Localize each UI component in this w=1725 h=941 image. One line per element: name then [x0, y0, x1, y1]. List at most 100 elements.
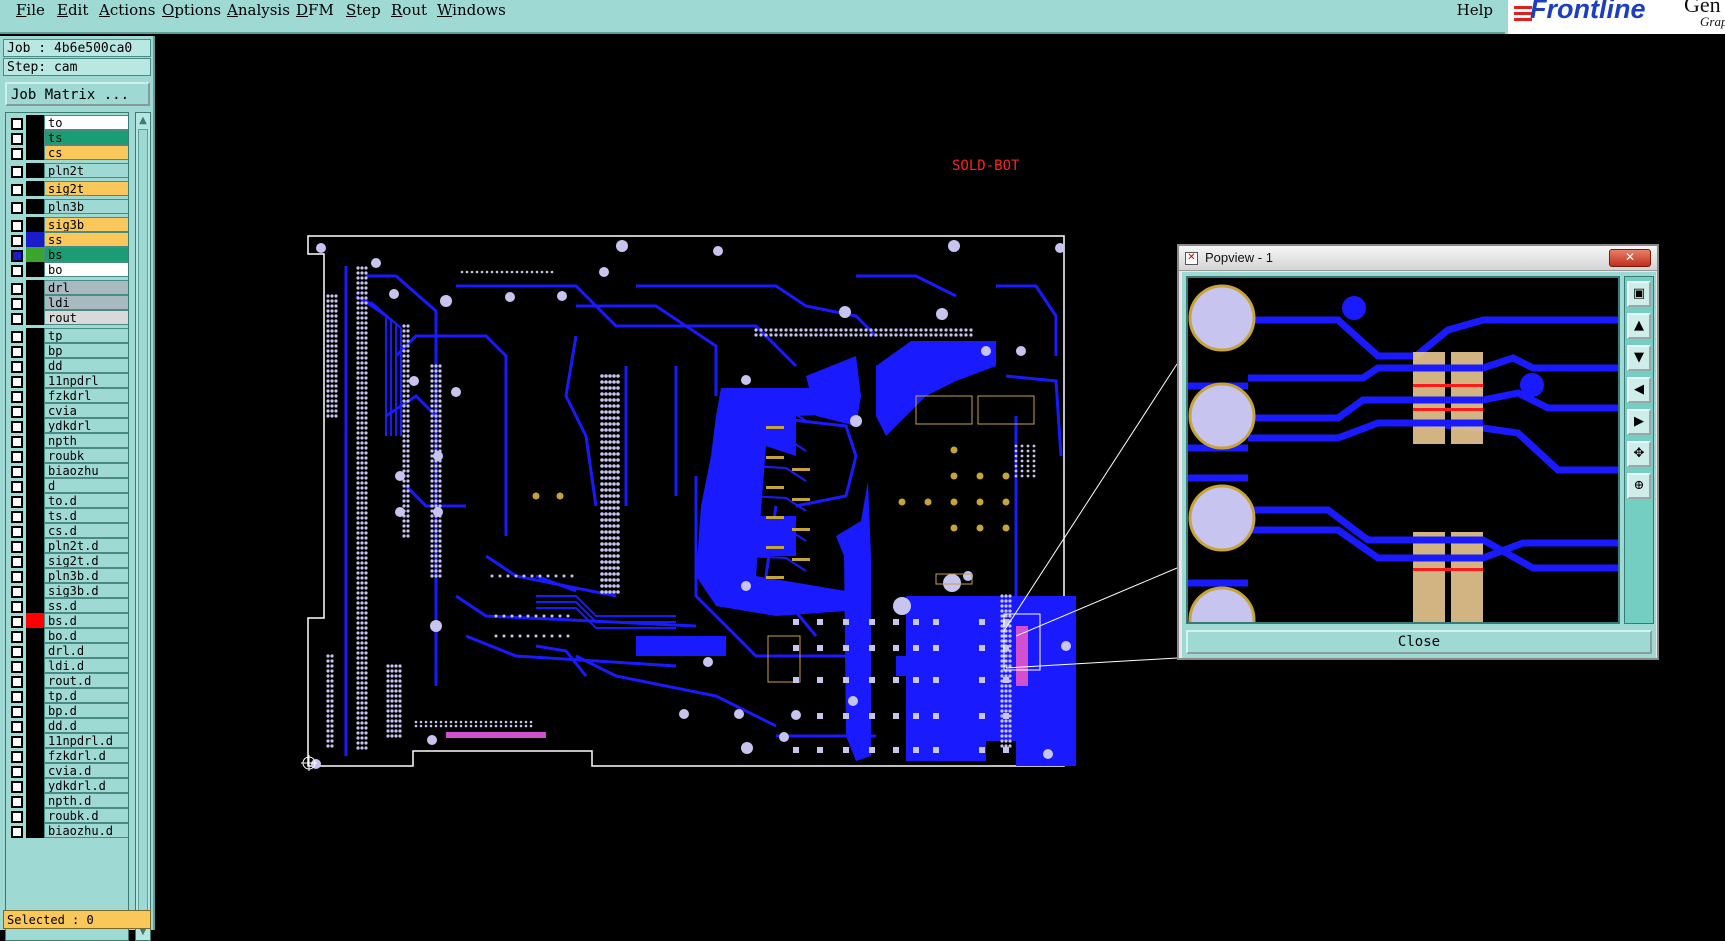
- layer-name[interactable]: ydkdrl: [44, 418, 128, 433]
- menu-dfm[interactable]: DFM: [296, 1, 334, 19]
- layer-color-swatch[interactable]: [26, 703, 44, 718]
- layer-name[interactable]: dd: [44, 358, 128, 373]
- layer-color-swatch[interactable]: [26, 262, 44, 277]
- layer-name[interactable]: dd.d: [44, 718, 128, 733]
- layer-checkbox[interactable]: [11, 811, 23, 823]
- layer-color-swatch[interactable]: [26, 823, 44, 838]
- layer-checkbox[interactable]: [11, 148, 23, 160]
- layer-checkbox[interactable]: [11, 235, 23, 247]
- menu-options[interactable]: Options: [162, 1, 222, 19]
- layer-checkbox[interactable]: [11, 526, 23, 538]
- layer-checkbox[interactable]: [11, 376, 23, 388]
- layer-color-swatch[interactable]: [26, 232, 44, 247]
- layer-name[interactable]: to: [44, 115, 128, 130]
- layer-checkbox[interactable]: [11, 466, 23, 478]
- layer-name[interactable]: ldi: [44, 295, 128, 310]
- pan-left-icon[interactable]: ◀: [1627, 377, 1651, 403]
- layer-row-npth-d[interactable]: npth.d: [6, 793, 128, 809]
- layer-name[interactable]: tp: [44, 328, 128, 343]
- layer-name[interactable]: sig3b.d: [44, 583, 128, 598]
- zoom-fit-icon[interactable]: ▣: [1627, 281, 1651, 307]
- popview-window[interactable]: ✕ Popview - 1 ✕: [1177, 244, 1659, 660]
- layer-color-swatch[interactable]: [26, 181, 44, 196]
- layer-row-fzkdrl-d[interactable]: fzkdrl.d: [6, 748, 128, 764]
- layer-color-swatch[interactable]: [26, 508, 44, 523]
- layer-name[interactable]: bs: [44, 247, 128, 262]
- layer-row-tp-d[interactable]: tp.d: [6, 688, 128, 704]
- menu-step[interactable]: Step: [346, 1, 381, 19]
- layer-color-swatch[interactable]: [26, 538, 44, 553]
- layer-row-ldi[interactable]: ldi: [6, 295, 128, 311]
- layer-checkbox[interactable]: [11, 133, 23, 145]
- layer-name[interactable]: npth: [44, 433, 128, 448]
- layer-name[interactable]: roubk.d: [44, 808, 128, 823]
- layer-row-fzkdrl[interactable]: fzkdrl: [6, 388, 128, 404]
- layer-row-to-d[interactable]: to.d: [6, 493, 128, 509]
- layer-name[interactable]: bp.d: [44, 703, 128, 718]
- layer-row-pln3b[interactable]: pln3b: [6, 199, 128, 215]
- layer-row-bp-d[interactable]: bp.d: [6, 703, 128, 719]
- layer-name[interactable]: ldi.d: [44, 658, 128, 673]
- zoom-out-icon[interactable]: ✥: [1627, 441, 1651, 467]
- pan-right-icon[interactable]: ▶: [1627, 409, 1651, 435]
- layer-color-swatch[interactable]: [26, 388, 44, 403]
- layer-checkbox[interactable]: [11, 691, 23, 703]
- layer-row-bo[interactable]: bo: [6, 262, 128, 278]
- layer-checkbox[interactable]: [11, 571, 23, 583]
- layer-color-swatch[interactable]: [26, 478, 44, 493]
- layer-name[interactable]: bo: [44, 262, 128, 277]
- layer-name[interactable]: fzkdrl: [44, 388, 128, 403]
- layer-checkbox[interactable]: [11, 202, 23, 214]
- layer-name[interactable]: sig3b: [44, 217, 128, 232]
- layer-checkbox[interactable]: [11, 313, 23, 325]
- layer-name[interactable]: pln2t.d: [44, 538, 128, 553]
- layer-name[interactable]: biaozhu.d: [44, 823, 128, 838]
- layer-name[interactable]: bp: [44, 343, 128, 358]
- layer-row-11npdrl[interactable]: 11npdrl: [6, 373, 128, 389]
- layer-color-swatch[interactable]: [26, 643, 44, 658]
- scroll-up-icon[interactable]: ▲: [139, 115, 147, 126]
- layer-row-sig2t-d[interactable]: sig2t.d: [6, 553, 128, 569]
- layer-color-swatch[interactable]: [26, 568, 44, 583]
- layer-checkbox[interactable]: [11, 826, 23, 838]
- layer-color-swatch[interactable]: [26, 433, 44, 448]
- layer-color-swatch[interactable]: [26, 310, 44, 325]
- popview-titlebar[interactable]: ✕ Popview - 1 ✕: [1179, 246, 1657, 271]
- layer-name[interactable]: cs.d: [44, 523, 128, 538]
- layer-name[interactable]: rout.d: [44, 673, 128, 688]
- menu-windows[interactable]: Windows: [437, 1, 506, 19]
- pcb-board[interactable]: [301, 235, 1076, 771]
- layer-name[interactable]: pln3b.d: [44, 568, 128, 583]
- layer-row-ss-d[interactable]: ss.d: [6, 598, 128, 614]
- layer-checkbox[interactable]: [11, 118, 23, 130]
- layer-row-rout[interactable]: rout: [6, 310, 128, 326]
- layer-checkbox[interactable]: [11, 283, 23, 295]
- layer-checkbox[interactable]: [11, 676, 23, 688]
- layer-row-biaozhu[interactable]: biaozhu: [6, 463, 128, 479]
- layer-color-swatch[interactable]: [26, 688, 44, 703]
- layer-color-swatch[interactable]: [26, 130, 44, 145]
- layer-checkbox[interactable]: [11, 361, 23, 373]
- layer-name[interactable]: cvia.d: [44, 763, 128, 778]
- layer-color-swatch[interactable]: [26, 808, 44, 823]
- layer-row-cvia-d[interactable]: cvia.d: [6, 763, 128, 779]
- layer-row-ydkdrl[interactable]: ydkdrl: [6, 418, 128, 434]
- layer-color-swatch[interactable]: [26, 778, 44, 793]
- layer-name[interactable]: biaozhu: [44, 463, 128, 478]
- layer-color-swatch[interactable]: [26, 145, 44, 160]
- job-matrix-button[interactable]: Job Matrix ...: [5, 82, 150, 106]
- layer-checkbox[interactable]: [11, 481, 23, 493]
- layer-color-swatch[interactable]: [26, 613, 44, 628]
- layer-color-swatch[interactable]: [26, 718, 44, 733]
- graphic-canvas[interactable]: SOLD-BOT: [156, 36, 1725, 930]
- layer-checkbox[interactable]: [11, 298, 23, 310]
- layer-color-swatch[interactable]: [26, 673, 44, 688]
- layer-checkbox[interactable]: [11, 556, 23, 568]
- layer-color-swatch[interactable]: [26, 748, 44, 763]
- layer-color-swatch[interactable]: [26, 247, 44, 262]
- layer-row-dd-d[interactable]: dd.d: [6, 718, 128, 734]
- layer-row-sig3b[interactable]: sig3b: [6, 217, 128, 233]
- layer-color-swatch[interactable]: [26, 523, 44, 538]
- layer-checkbox[interactable]: [11, 406, 23, 418]
- layer-row-dd[interactable]: dd: [6, 358, 128, 374]
